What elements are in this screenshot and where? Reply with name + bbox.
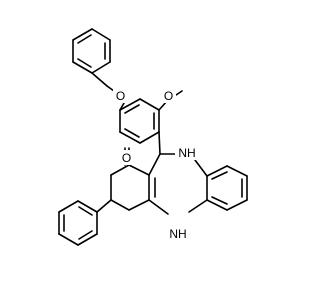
bottom-amine-label: NH (169, 227, 186, 241)
atom-label-methoxy-oxygen: O (161, 88, 176, 103)
atom-label-ketone-oxygen: O (119, 150, 134, 165)
atom-label-ether-oxygen: O (113, 88, 128, 103)
top-amine-label: NH (178, 146, 195, 160)
chemical-structure: O O O NH NH (58, 28, 248, 246)
methoxy-oxygen-label: O (164, 89, 173, 103)
benzyl-phenyl-ring (72, 28, 111, 74)
central-framework (110, 131, 177, 215)
atom-label-top-amine: NH (175, 145, 199, 160)
ketone-oxygen-label: O (122, 151, 131, 165)
ether-oxygen-label: O (116, 89, 125, 103)
bottom-phenyl-ring (58, 199, 112, 246)
atom-label-bottom-amine: NH (166, 226, 190, 241)
benzodiazepine-benzo-ring (188, 159, 248, 213)
